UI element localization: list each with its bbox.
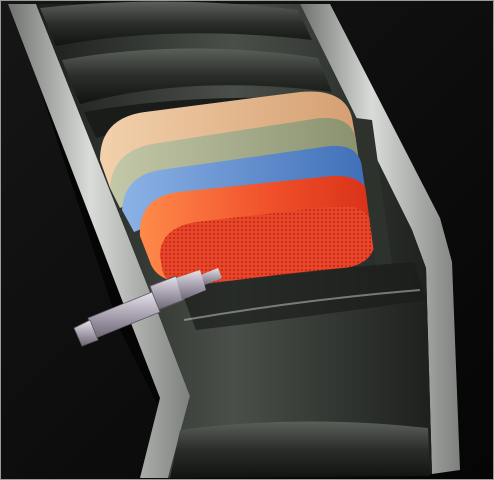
pipe-ring-bottom	[170, 421, 430, 478]
